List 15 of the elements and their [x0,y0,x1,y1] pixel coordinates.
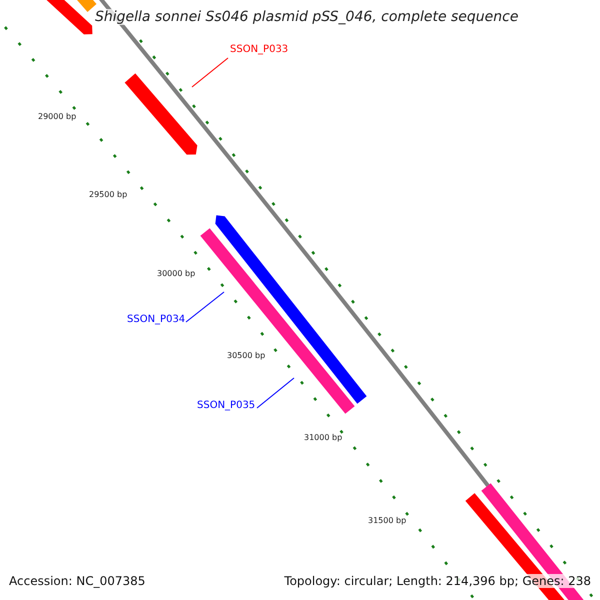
leader-line [186,292,224,322]
gene-label: SSON_P035 [197,400,256,411]
gene-label: SSON_P033 [230,44,288,55]
tick-label: 30000 bp [157,269,196,278]
leader-line [256,378,294,408]
tick-label: 30500 bp [227,351,266,360]
tick-label: 29500 bp [89,190,128,199]
tick-label: 31500 bp [368,516,406,525]
title: Shigella sonnei Ss046 plasmid pSS_046, complete sequence [95,9,518,25]
gene-label: SSON_P034 [127,314,186,325]
tick-label: 29000 bp [38,112,76,121]
footer-text: Topology: circular; Length: 214,396 bp; Genes: 238 [284,574,591,588]
footer-text: Accession: NC_007385 [9,574,146,588]
leader-line [192,58,228,88]
tick-label: 31000 bp [304,433,342,442]
